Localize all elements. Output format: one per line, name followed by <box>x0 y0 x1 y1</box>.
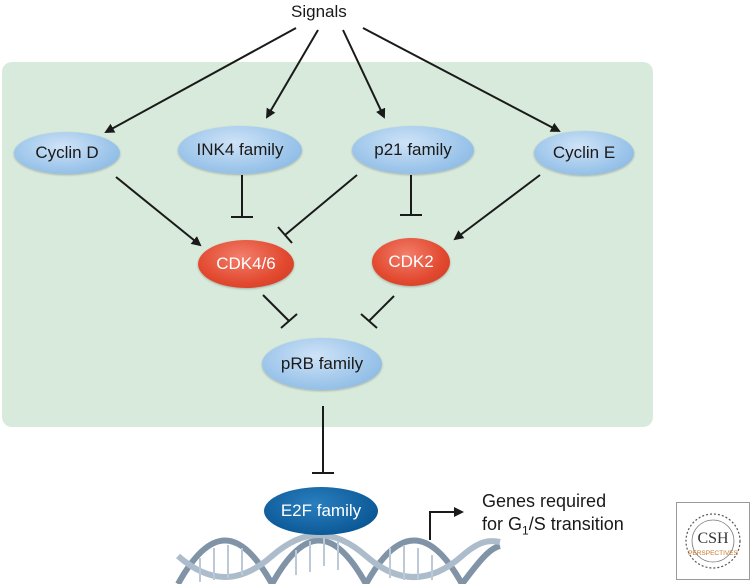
csh-perspectives-logo: CSH PERSPECTIVES <box>676 502 750 580</box>
logo-text-bottom: PERSPECTIVES <box>688 550 739 557</box>
inhibit-cdk2-prb <box>368 295 395 322</box>
e2f-family-node: E2F family <box>264 487 378 535</box>
prb-family-node: pRB family <box>262 338 382 390</box>
arrow-signals-p21 <box>342 29 386 119</box>
dna-helix <box>175 532 501 584</box>
cdk2-node: CDK2 <box>372 238 450 286</box>
genes-label: Genes required for G1/S transition <box>482 490 624 543</box>
logo-emblem: CSH PERSPECTIVES <box>685 513 741 569</box>
arrow-signals-cyclin-e <box>362 27 561 132</box>
signals-label: Signals <box>291 2 347 21</box>
inhibit-p21-cdk46 <box>284 174 358 236</box>
genes-line-2: for G1/S transition <box>482 514 624 538</box>
cyclin-d-node: Cyclin D <box>14 132 120 174</box>
ink4-family-node: INK4 family <box>178 126 302 174</box>
genes-line-1: Genes required <box>482 491 607 511</box>
p21-family-node: p21 family <box>352 126 474 174</box>
cyclin-e-node: Cyclin E <box>534 131 634 175</box>
arrow-signals-cyclin-d <box>104 27 297 133</box>
logo-text-top: CSH <box>697 530 729 547</box>
arrow-cyclin-d-cdk46 <box>115 176 202 247</box>
arrow-cyclin-e-cdk2 <box>453 174 541 241</box>
arrow-signals-ink4 <box>265 29 319 119</box>
inhibit-cdk46-prb <box>262 294 290 322</box>
cdk46-node: CDK4/6 <box>198 240 294 288</box>
transcription-arrow <box>429 507 464 540</box>
